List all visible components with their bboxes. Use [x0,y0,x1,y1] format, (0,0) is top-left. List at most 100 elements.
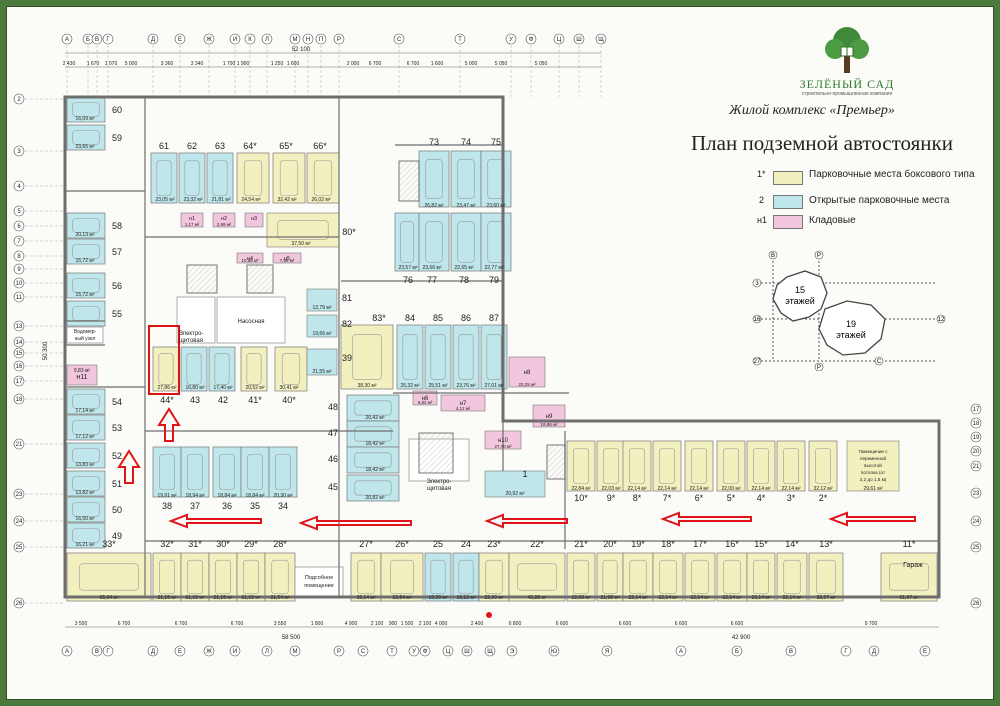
stair-shaft [246,264,274,294]
room-label: Водомер- [74,329,97,335]
car-outline [72,130,100,145]
parking-spot [346,474,400,502]
spot-area: 13,83 м² [75,462,94,468]
spot-area: 18,84 м² [245,493,264,499]
axis-label: А [65,37,69,43]
spot-area: 19,39 м² [428,595,447,601]
axis-label: А [679,649,683,655]
spot-area: 16,50 м² [75,516,94,522]
car-outline [572,448,589,484]
car-outline [517,563,557,591]
axis-label: Ж [206,37,212,43]
axis-label: 3 [17,149,21,155]
car-outline [247,454,264,490]
car-outline [458,559,474,595]
axis-bubble [442,645,454,657]
parking-spot [396,324,424,390]
car-outline [457,159,475,199]
spot-area: 21,15 м² [185,595,204,601]
tower-15-number: 15 [795,285,805,295]
room-label: Подсобное [305,575,333,581]
legend-label: Открытые парковочные места [809,195,950,206]
car-outline [72,394,100,409]
entry-marker [486,612,492,618]
spot-area: 25,32 м² [400,383,419,389]
spot-area: 22,14 м² [690,595,709,601]
spot-number: 37 [190,501,200,511]
spot-area: 27,86 м² [157,385,176,391]
parking-spot [180,552,210,602]
parking-spot [66,212,106,239]
axis-label: 26 [16,601,23,607]
spot-number: 66* [313,141,327,151]
axis-label: Ш [464,649,470,655]
axis-label: У [509,37,513,43]
axis-label: М [293,649,298,655]
axis-label: 17 [973,407,980,413]
parking-spot [418,212,450,272]
highlight-spot-44 [148,325,180,395]
spot-area: 32,14 м² [356,595,375,601]
axis-bubble [147,33,159,45]
car-outline [723,559,741,595]
spot-area: 15,72 м² [75,292,94,298]
axis-bubble [525,33,537,45]
dimension-value: 2 100 [371,621,384,627]
spot-number: 26* [395,539,409,549]
spot-number: 5* [727,493,736,503]
dimension-value: 2 100 [419,621,432,627]
axis-label: Г [106,649,110,655]
car-outline [354,452,392,468]
spot-area: 22,00 м² [721,486,740,492]
axis-label: Е [178,649,182,655]
parking-spot [350,552,382,602]
axis-label: 11 [16,295,23,301]
storage-number: н11 [76,374,87,381]
parking-spot [452,552,480,602]
car-outline [186,353,202,385]
axis-label: Д [151,37,155,43]
car-outline [156,160,172,196]
axis-bubble [419,645,431,657]
room-label: высотой [864,462,882,468]
spot-number: 18* [661,539,675,549]
spot-number: 2* [819,493,828,503]
dimension-value: 1 700 [223,61,236,67]
axis-bubble [505,33,517,45]
room-label: щитовая [179,338,203,344]
storage-cell [180,212,204,228]
car-outline [782,448,799,484]
spot-number: 28* [273,539,287,549]
axis-bubble [970,597,982,609]
parking-spot [566,552,596,602]
axis-bubble [408,645,420,657]
tower-19-outline [818,300,886,356]
spot-area: 22,14 м² [782,595,801,601]
direction-arrow [660,511,752,527]
axis-label: 18 [16,397,23,403]
spot-area: 61,97 м² [899,595,918,601]
axis-label: 18 [973,421,980,427]
spot-area: 23,32 м² [183,197,202,203]
car-outline [486,334,502,380]
spot-number: 82 [342,319,352,329]
storage-cell [236,252,264,264]
spot-area: 21,54 м² [270,595,289,601]
dimension-value: 1 900 [237,61,250,67]
spot-number: 62 [187,141,197,151]
parking-spot [306,152,340,204]
axis-bubble [289,33,301,45]
inset-mark: Р [817,253,821,259]
spot-area: 23,66 м² [422,265,441,271]
spot-number: 85 [433,313,443,323]
storage-area: 9,83 м² [74,368,91,374]
spot-area: 23,65 м² [75,144,94,150]
car-outline [602,559,618,595]
spot-area: 19,66 м² [312,331,331,337]
legend-label: Кладовые [809,215,856,226]
spot-number: 39 [342,353,352,363]
spot-area: 21,15 м² [157,595,176,601]
spot-number: 56 [112,281,122,291]
storage-number: н4 [247,256,253,262]
